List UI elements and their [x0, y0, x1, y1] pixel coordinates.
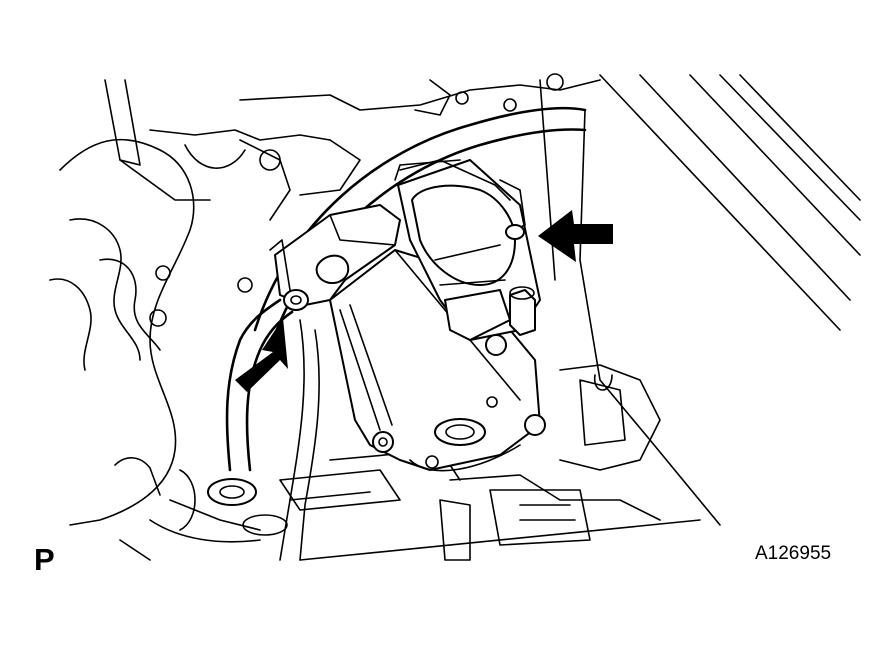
engine-background-linework	[49, 73, 861, 561]
figure-id: A126955	[755, 543, 832, 564]
arrow-icon	[235, 318, 288, 392]
starter-motor	[269, 159, 546, 472]
view-label: P	[34, 542, 55, 577]
arrow-icon	[538, 210, 613, 262]
